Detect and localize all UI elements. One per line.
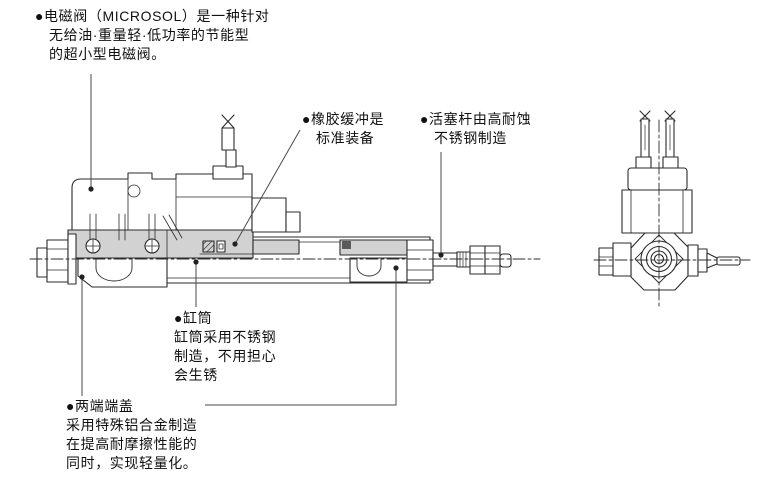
leader-lines: [79, 74, 444, 406]
wire-leads: [635, 110, 679, 170]
annotation-line: 缸筒采用不锈钢: [174, 329, 277, 345]
leader-rubber-cushion: [234, 129, 301, 245]
annotation-line: ●电磁阀（MICROSOL）是一种针对: [35, 8, 270, 24]
end-view-drawing: [593, 110, 751, 307]
solenoid-coil: [621, 167, 693, 234]
solenoid-valve-body: [71, 172, 253, 231]
annotation-line: 采用特殊铝合金制造: [66, 417, 198, 433]
rubber-cushion: [202, 240, 215, 253]
annotation-line: ●两端端盖: [66, 398, 134, 414]
annotation-line: ●缸筒: [174, 310, 213, 326]
annotation-line: 的超小型电磁阀。: [49, 46, 166, 62]
wire-lead: [212, 114, 244, 180]
piston-rod-assembly: [432, 245, 512, 275]
annotation-line: 在提高耐摩擦性能的: [66, 436, 198, 452]
annotation-line: ●活塞杆由高耐蚀: [420, 111, 532, 127]
annotation-line: 同时，实现轻量化。: [66, 455, 198, 471]
annotation-line: 标准装备: [316, 130, 375, 146]
leader-end-caps-right: [205, 268, 397, 406]
front-end-cap: [77, 257, 168, 288]
annotation-line: 会生锈: [174, 367, 218, 383]
rear-end-cap: [349, 257, 408, 283]
annotation-line: ●橡胶缓冲是: [302, 111, 385, 127]
annotation-line: 制造，不用担心: [174, 348, 277, 364]
mounting-screws: [85, 238, 160, 254]
annotation-line: 不锈钢制造: [434, 130, 507, 146]
annotation-line: 无给油·重量轻·低功率的节能型: [49, 27, 250, 43]
